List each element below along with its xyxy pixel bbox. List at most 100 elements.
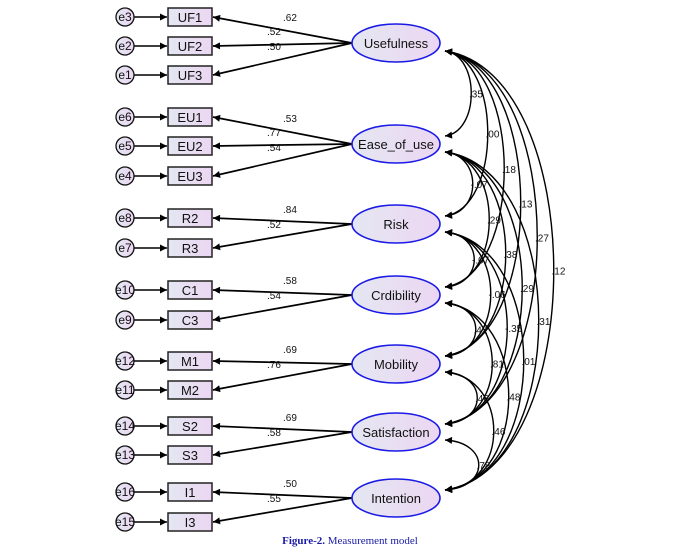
observed-variable-label: C3 (182, 313, 199, 328)
factor-loading-value: .55 (267, 494, 281, 505)
covariance-value: .81 (490, 360, 504, 371)
covariance-value: .29 (520, 284, 534, 295)
factor-loading-arrow (212, 488, 353, 499)
observed-variable-label: EU3 (177, 169, 202, 184)
error-term-circle (115, 208, 135, 228)
caption-prefix: Figure-2. (282, 535, 325, 547)
latent-variable-label: Usefulness (364, 36, 429, 51)
observed-variable-box (167, 208, 213, 228)
covariance-value: -.07 (471, 180, 489, 191)
observed-variable-box (167, 65, 213, 85)
error-term-label: e15 (115, 515, 135, 529)
observed-variable-box (167, 380, 213, 400)
factor-loading-arrow (212, 497, 353, 525)
error-term-label: e13 (115, 448, 135, 462)
covariance-value: -.07 (472, 256, 490, 267)
observed-variable-box (167, 238, 213, 258)
error-term-label: e6 (118, 110, 132, 124)
covariance-arc (444, 369, 495, 493)
covariance-arc (444, 299, 477, 360)
error-term-circle (115, 238, 135, 258)
latent-variable-ellipse (351, 275, 441, 315)
latent-variable-ellipse (351, 478, 441, 518)
factor-loading-arrow (212, 363, 353, 393)
covariance-value: .31 (537, 317, 551, 328)
error-term-circle (115, 445, 135, 465)
error-term-label: e14 (115, 419, 135, 433)
covariance-arc (444, 368, 478, 428)
factor-loading-arrow (212, 431, 353, 458)
error-term-label: e8 (118, 211, 132, 225)
factor-loading-arrow (212, 142, 353, 150)
latent-variable-label: Ease_of_use (358, 137, 434, 152)
factor-loading-value: .52 (267, 220, 281, 231)
observed-variable-box (167, 166, 213, 186)
caption-text: Measurement model (325, 535, 418, 547)
observed-variable-label: UF2 (178, 39, 203, 54)
observed-variable-box (167, 512, 213, 532)
factor-loading-arrow (212, 286, 353, 296)
observed-variable-box (167, 310, 213, 330)
latent-variable-ellipse (351, 23, 441, 63)
covariance-value: -.06 (489, 290, 507, 301)
covariance-value: .18 (502, 165, 516, 176)
error-term-circle (115, 7, 135, 27)
observed-variable-label: UF1 (178, 10, 203, 25)
error-term-circle (115, 380, 135, 400)
latent-variable-label: Intention (371, 491, 421, 506)
factor-loading-arrow (212, 214, 353, 225)
factor-loading-arrow (212, 14, 353, 44)
factor-loading-arrow (212, 114, 353, 145)
covariance-arc (444, 48, 555, 493)
covariance-arc (444, 48, 472, 139)
observed-variable-label: M2 (181, 383, 199, 398)
observed-variable-label: S2 (182, 419, 198, 434)
observed-variable-box (167, 445, 213, 465)
error-term-label: e10 (115, 283, 135, 297)
error-term-label: e7 (118, 241, 132, 255)
loading-path-layer: .62.52.50.53.77.54.84.52.58.54.69.76.69.… (134, 13, 353, 526)
factor-loading-arrow (212, 357, 353, 365)
covariance-value: .42 (474, 326, 488, 337)
observed-variable-label: EU1 (177, 110, 202, 125)
covariance-arc (444, 436, 480, 494)
latent-variable-ellipse (351, 412, 441, 452)
observed-variable-box (167, 351, 213, 371)
observed-variable-box (167, 36, 213, 56)
factor-loading-value: .54 (267, 143, 281, 154)
latent-variable-ellipse (351, 204, 441, 244)
observed-variable-label: I3 (185, 515, 196, 530)
covariance-value: .00 (486, 130, 500, 141)
observed-variable-label: I1 (185, 485, 196, 500)
error-term-circle (115, 416, 135, 436)
factor-loading-value: .50 (283, 479, 297, 490)
observed-variable-label: UF3 (178, 68, 203, 83)
covariance-value: .46 (492, 427, 506, 438)
factor-loading-value: .50 (267, 42, 281, 53)
covariance-arc (444, 149, 540, 493)
factor-loading-arrow (212, 42, 353, 77)
observed-variable-label: R3 (182, 241, 199, 256)
observed-variable-label: S3 (182, 448, 198, 463)
observed-variable-box (167, 136, 213, 156)
covariance-arc (444, 300, 493, 427)
latent-variable-ellipse (351, 124, 441, 164)
covariance-value: .13 (519, 200, 533, 211)
factor-loading-value: .54 (267, 291, 281, 302)
factor-loading-arrow (212, 42, 353, 50)
latent-variable-label: Mobility (374, 357, 419, 372)
observed-variable-label: C1 (182, 283, 199, 298)
covariance-arc (444, 149, 523, 427)
covariance-value: .38 (504, 250, 518, 261)
factor-loading-value: .76 (267, 360, 281, 371)
observed-variable-box (167, 107, 213, 127)
covariance-value: .27 (535, 234, 549, 245)
observed-variable-label: R2 (182, 211, 199, 226)
error-term-label: e4 (118, 169, 132, 183)
observed-variable-label: M1 (181, 354, 199, 369)
factor-loading-arrow (212, 422, 353, 433)
error-term-label: e9 (118, 313, 132, 327)
latent-variable-label: Risk (383, 217, 409, 232)
